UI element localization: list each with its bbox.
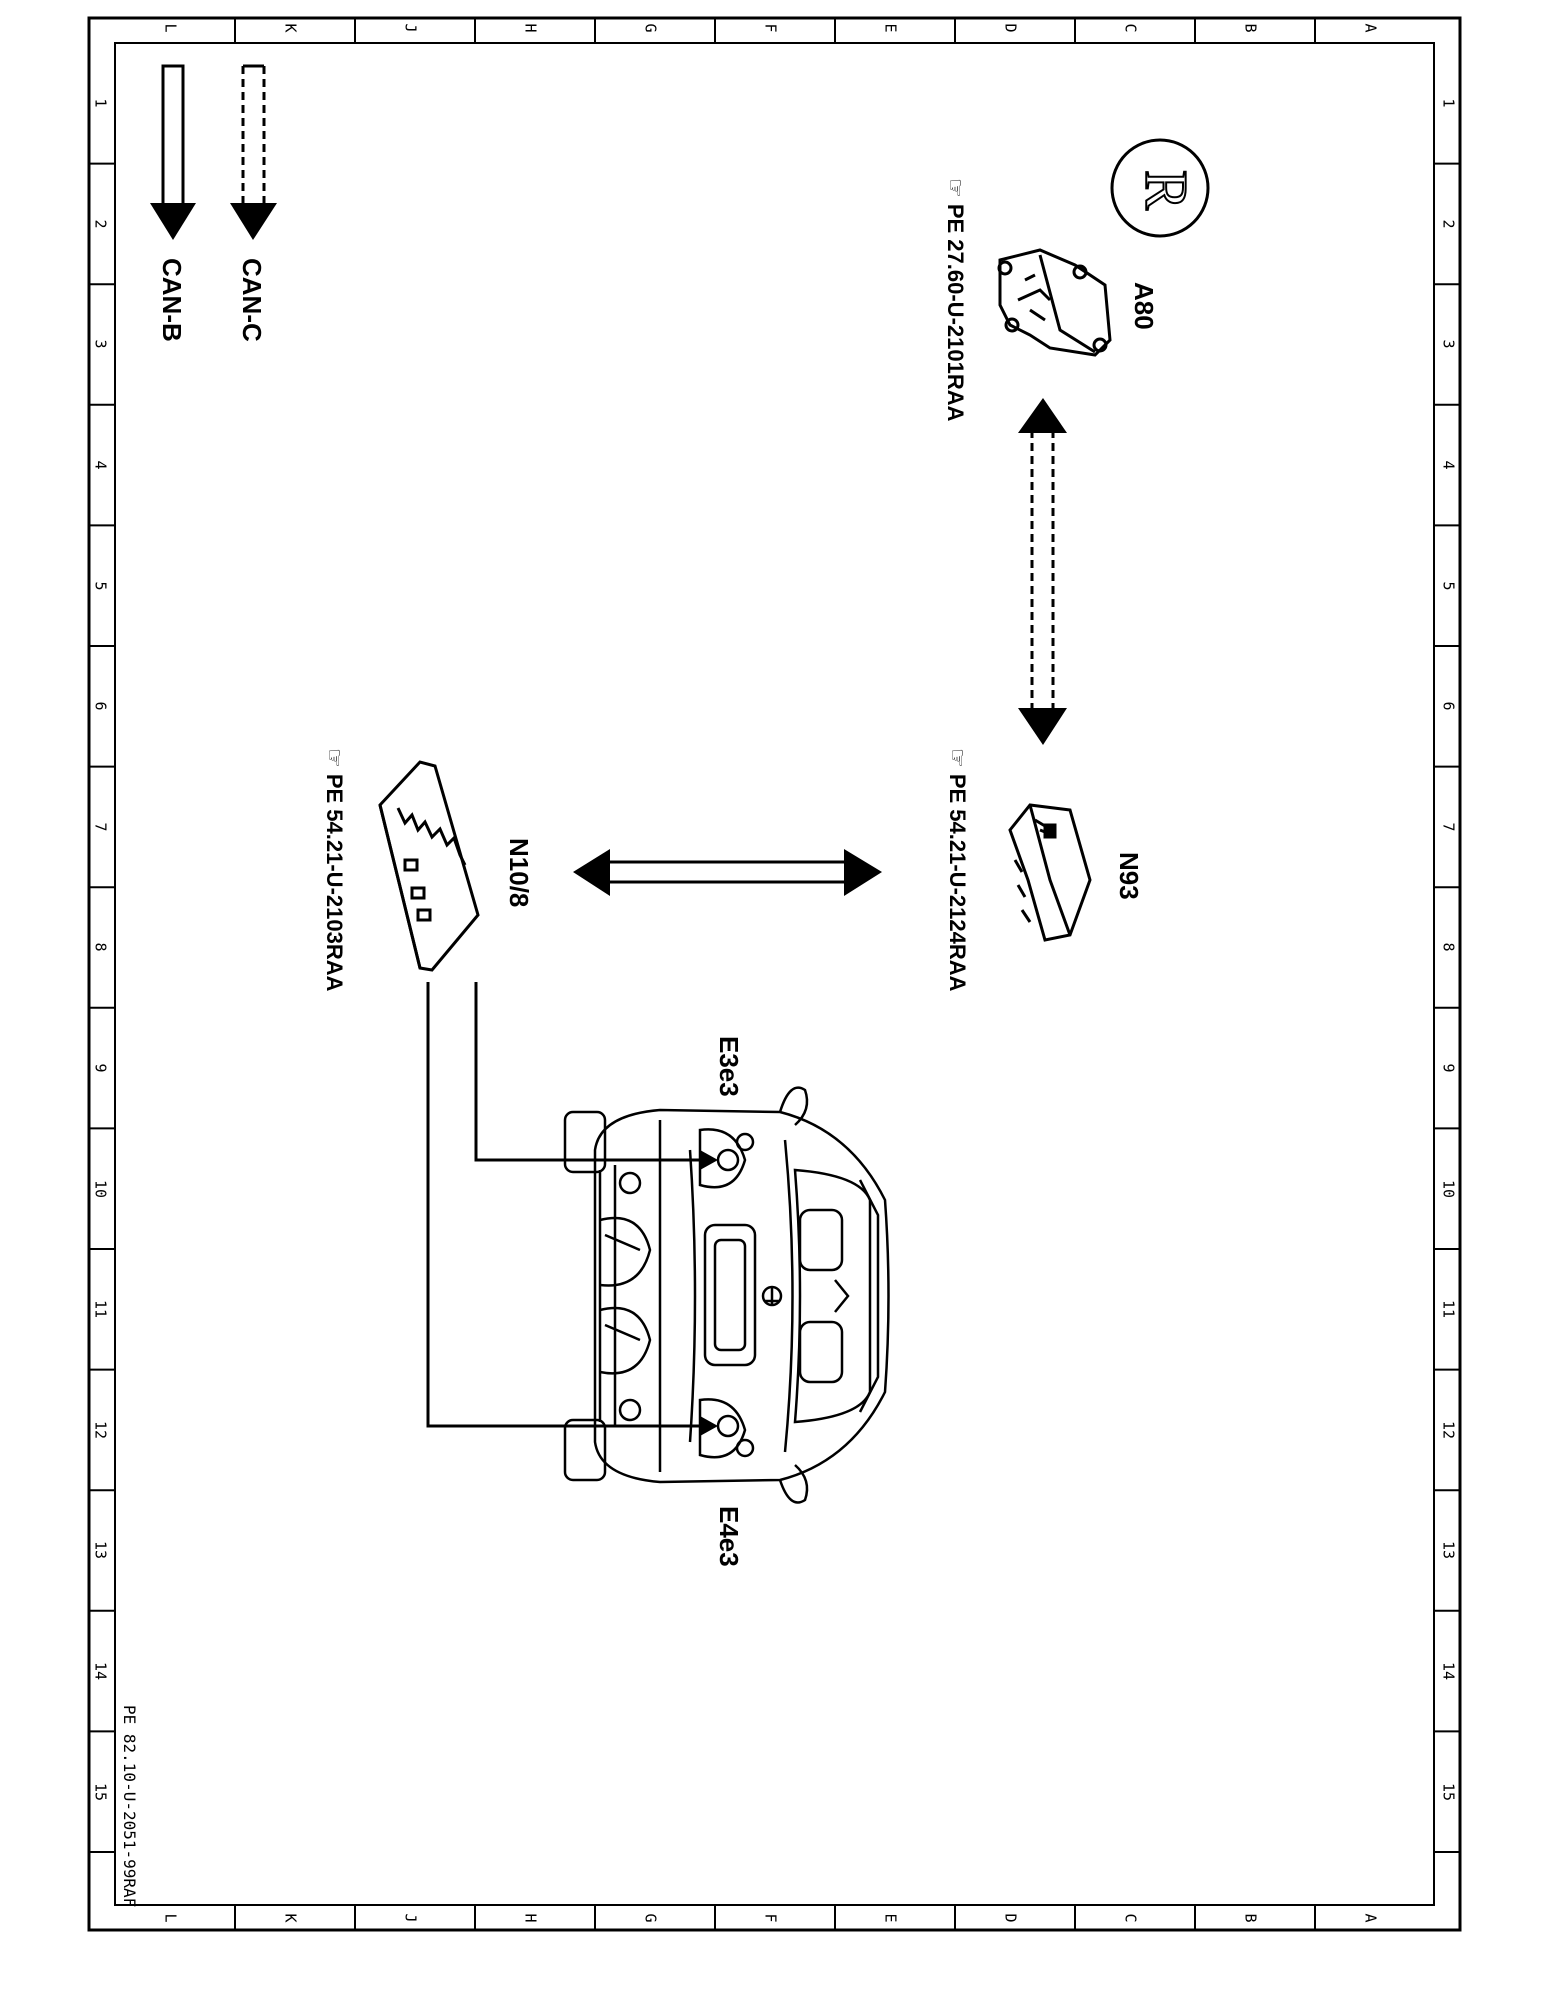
r-symbol: R xyxy=(1133,170,1199,210)
row-label: 4 xyxy=(92,460,110,469)
col-label: A xyxy=(1362,1913,1380,1922)
e3e3-label: E3e3 xyxy=(714,1036,744,1097)
row-label: 10 xyxy=(1440,1180,1458,1198)
col-label: E xyxy=(882,1913,900,1922)
a80-component: R A80 ☞ PE 27.60-U-2101RAA xyxy=(943,138,1210,422)
col-label: A xyxy=(1362,23,1380,32)
row-label: 12 xyxy=(92,1421,110,1439)
row-label: 9 xyxy=(1440,1063,1458,1072)
col-label: C xyxy=(1122,23,1140,32)
row-label: 12 xyxy=(1440,1421,1458,1439)
row-label: 1 xyxy=(92,98,110,107)
a80-module-icon xyxy=(997,248,1112,357)
row-label: 9 xyxy=(92,1063,110,1072)
n108-ref: ☞ PE 54.21-U-2103RAA xyxy=(322,748,347,992)
wire-n108-e3e3 xyxy=(474,982,718,1170)
legend-can-c-arrow xyxy=(230,64,277,240)
headlamp-e3e3 xyxy=(698,1128,755,1189)
row-label: 6 xyxy=(92,701,110,710)
row-label: 15 xyxy=(92,1783,110,1801)
col-label: H xyxy=(522,23,540,32)
legend: CAN-C CAN-B xyxy=(150,64,277,342)
headlamp-e4e3 xyxy=(698,1398,755,1459)
col-label: D xyxy=(1002,23,1020,32)
document-id: PE 82.10-U-2051-99RAF xyxy=(120,1705,139,1907)
tire-right xyxy=(563,1418,607,1482)
mirror-right xyxy=(778,1464,809,1504)
col-label: F xyxy=(762,1913,780,1922)
col-label: K xyxy=(282,1913,300,1922)
row-label: 3 xyxy=(92,339,110,348)
row-label: 2 xyxy=(92,219,110,228)
n93-module-icon xyxy=(1008,803,1092,942)
col-label: K xyxy=(282,23,300,32)
can-c-link-a80-n93 xyxy=(1018,398,1067,745)
n93-label: N93 xyxy=(1114,852,1144,900)
row-label: 15 xyxy=(1440,1783,1458,1801)
windshield xyxy=(793,1168,872,1424)
n108-component: N10/8 ☞ PE 54.21-U-2103RAA xyxy=(322,748,534,992)
n93-component: N93 ☞ PE 54.21-U-2124RAA xyxy=(945,748,1144,992)
row-label: 6 xyxy=(1440,701,1458,710)
col-label: G xyxy=(642,23,660,32)
r-symbol-circle xyxy=(1110,138,1210,238)
row-label: 2 xyxy=(1440,219,1458,228)
row-label: 3 xyxy=(1440,339,1458,348)
row-label: 14 xyxy=(92,1662,110,1680)
col-label: C xyxy=(1122,1913,1140,1922)
row-label: 7 xyxy=(92,822,110,831)
col-label: B xyxy=(1242,23,1260,32)
col-label: D xyxy=(1002,1913,1020,1922)
col-label: E xyxy=(882,23,900,32)
mirror-left xyxy=(778,1086,809,1126)
row-label: 14 xyxy=(1440,1662,1458,1680)
col-label: F xyxy=(762,23,780,32)
row-label: 4 xyxy=(1440,460,1458,469)
row-label: 11 xyxy=(1440,1300,1458,1318)
row-label: 7 xyxy=(1440,822,1458,831)
col-label: J xyxy=(402,23,420,32)
row-label: 10 xyxy=(92,1180,110,1198)
legend-can-b-arrow xyxy=(150,64,196,240)
grid-row-ticks xyxy=(89,162,1460,1853)
pointing-hand-icon: ☞ xyxy=(943,178,968,204)
col-label: J xyxy=(402,1913,420,1922)
row-label: 5 xyxy=(1440,581,1458,590)
legend-can-b-label: CAN-B xyxy=(157,258,187,342)
col-label: H xyxy=(522,1913,540,1922)
wire-n108-e4e3 xyxy=(426,982,718,1436)
row-label: 13 xyxy=(1440,1541,1458,1559)
n108-label: N10/8 xyxy=(504,838,534,907)
col-label: L xyxy=(162,23,180,32)
a80-label: A80 xyxy=(1129,282,1159,330)
body-outline xyxy=(593,1108,890,1484)
tire-left xyxy=(563,1110,607,1174)
legend-can-c-label: CAN-C xyxy=(237,258,267,342)
row-label: 8 xyxy=(92,942,110,951)
row-label: 13 xyxy=(92,1541,110,1559)
outer-border xyxy=(87,16,1462,1932)
n93-ref: ☞ PE 54.21-U-2124RAA xyxy=(945,748,970,992)
row-label: 5 xyxy=(92,581,110,590)
n108-module-icon xyxy=(378,760,480,972)
grid-col-labels-bottom: L K J H G F E D C B A xyxy=(162,1913,1380,1922)
pointing-hand-icon: ☞ xyxy=(945,748,970,774)
grid-column-ticks xyxy=(234,18,1316,1930)
col-label: G xyxy=(642,1913,660,1922)
col-label: B xyxy=(1242,1913,1260,1922)
a80-ref: ☞ PE 27.60-U-2101RAA xyxy=(943,178,968,422)
grid-row-labels-left: 1 2 3 4 5 6 7 8 9 10 11 12 13 14 15 xyxy=(92,98,110,1801)
row-label: 11 xyxy=(92,1300,110,1318)
row-label: 1 xyxy=(1440,98,1458,107)
grid-col-labels-top: L K J H G F E D C B A xyxy=(162,23,1380,32)
pointing-hand-icon: ☞ xyxy=(322,748,347,774)
inner-border xyxy=(114,42,1435,1906)
row-label: 8 xyxy=(1440,942,1458,951)
grid-row-labels-right: 1 2 3 4 5 6 7 8 9 10 11 12 13 14 15 xyxy=(1440,98,1458,1801)
can-b-link-n108-n93 xyxy=(573,849,882,896)
col-label: L xyxy=(162,1913,180,1922)
vehicle-front-view xyxy=(563,1086,890,1504)
e4e3-label: E4e3 xyxy=(714,1506,744,1567)
